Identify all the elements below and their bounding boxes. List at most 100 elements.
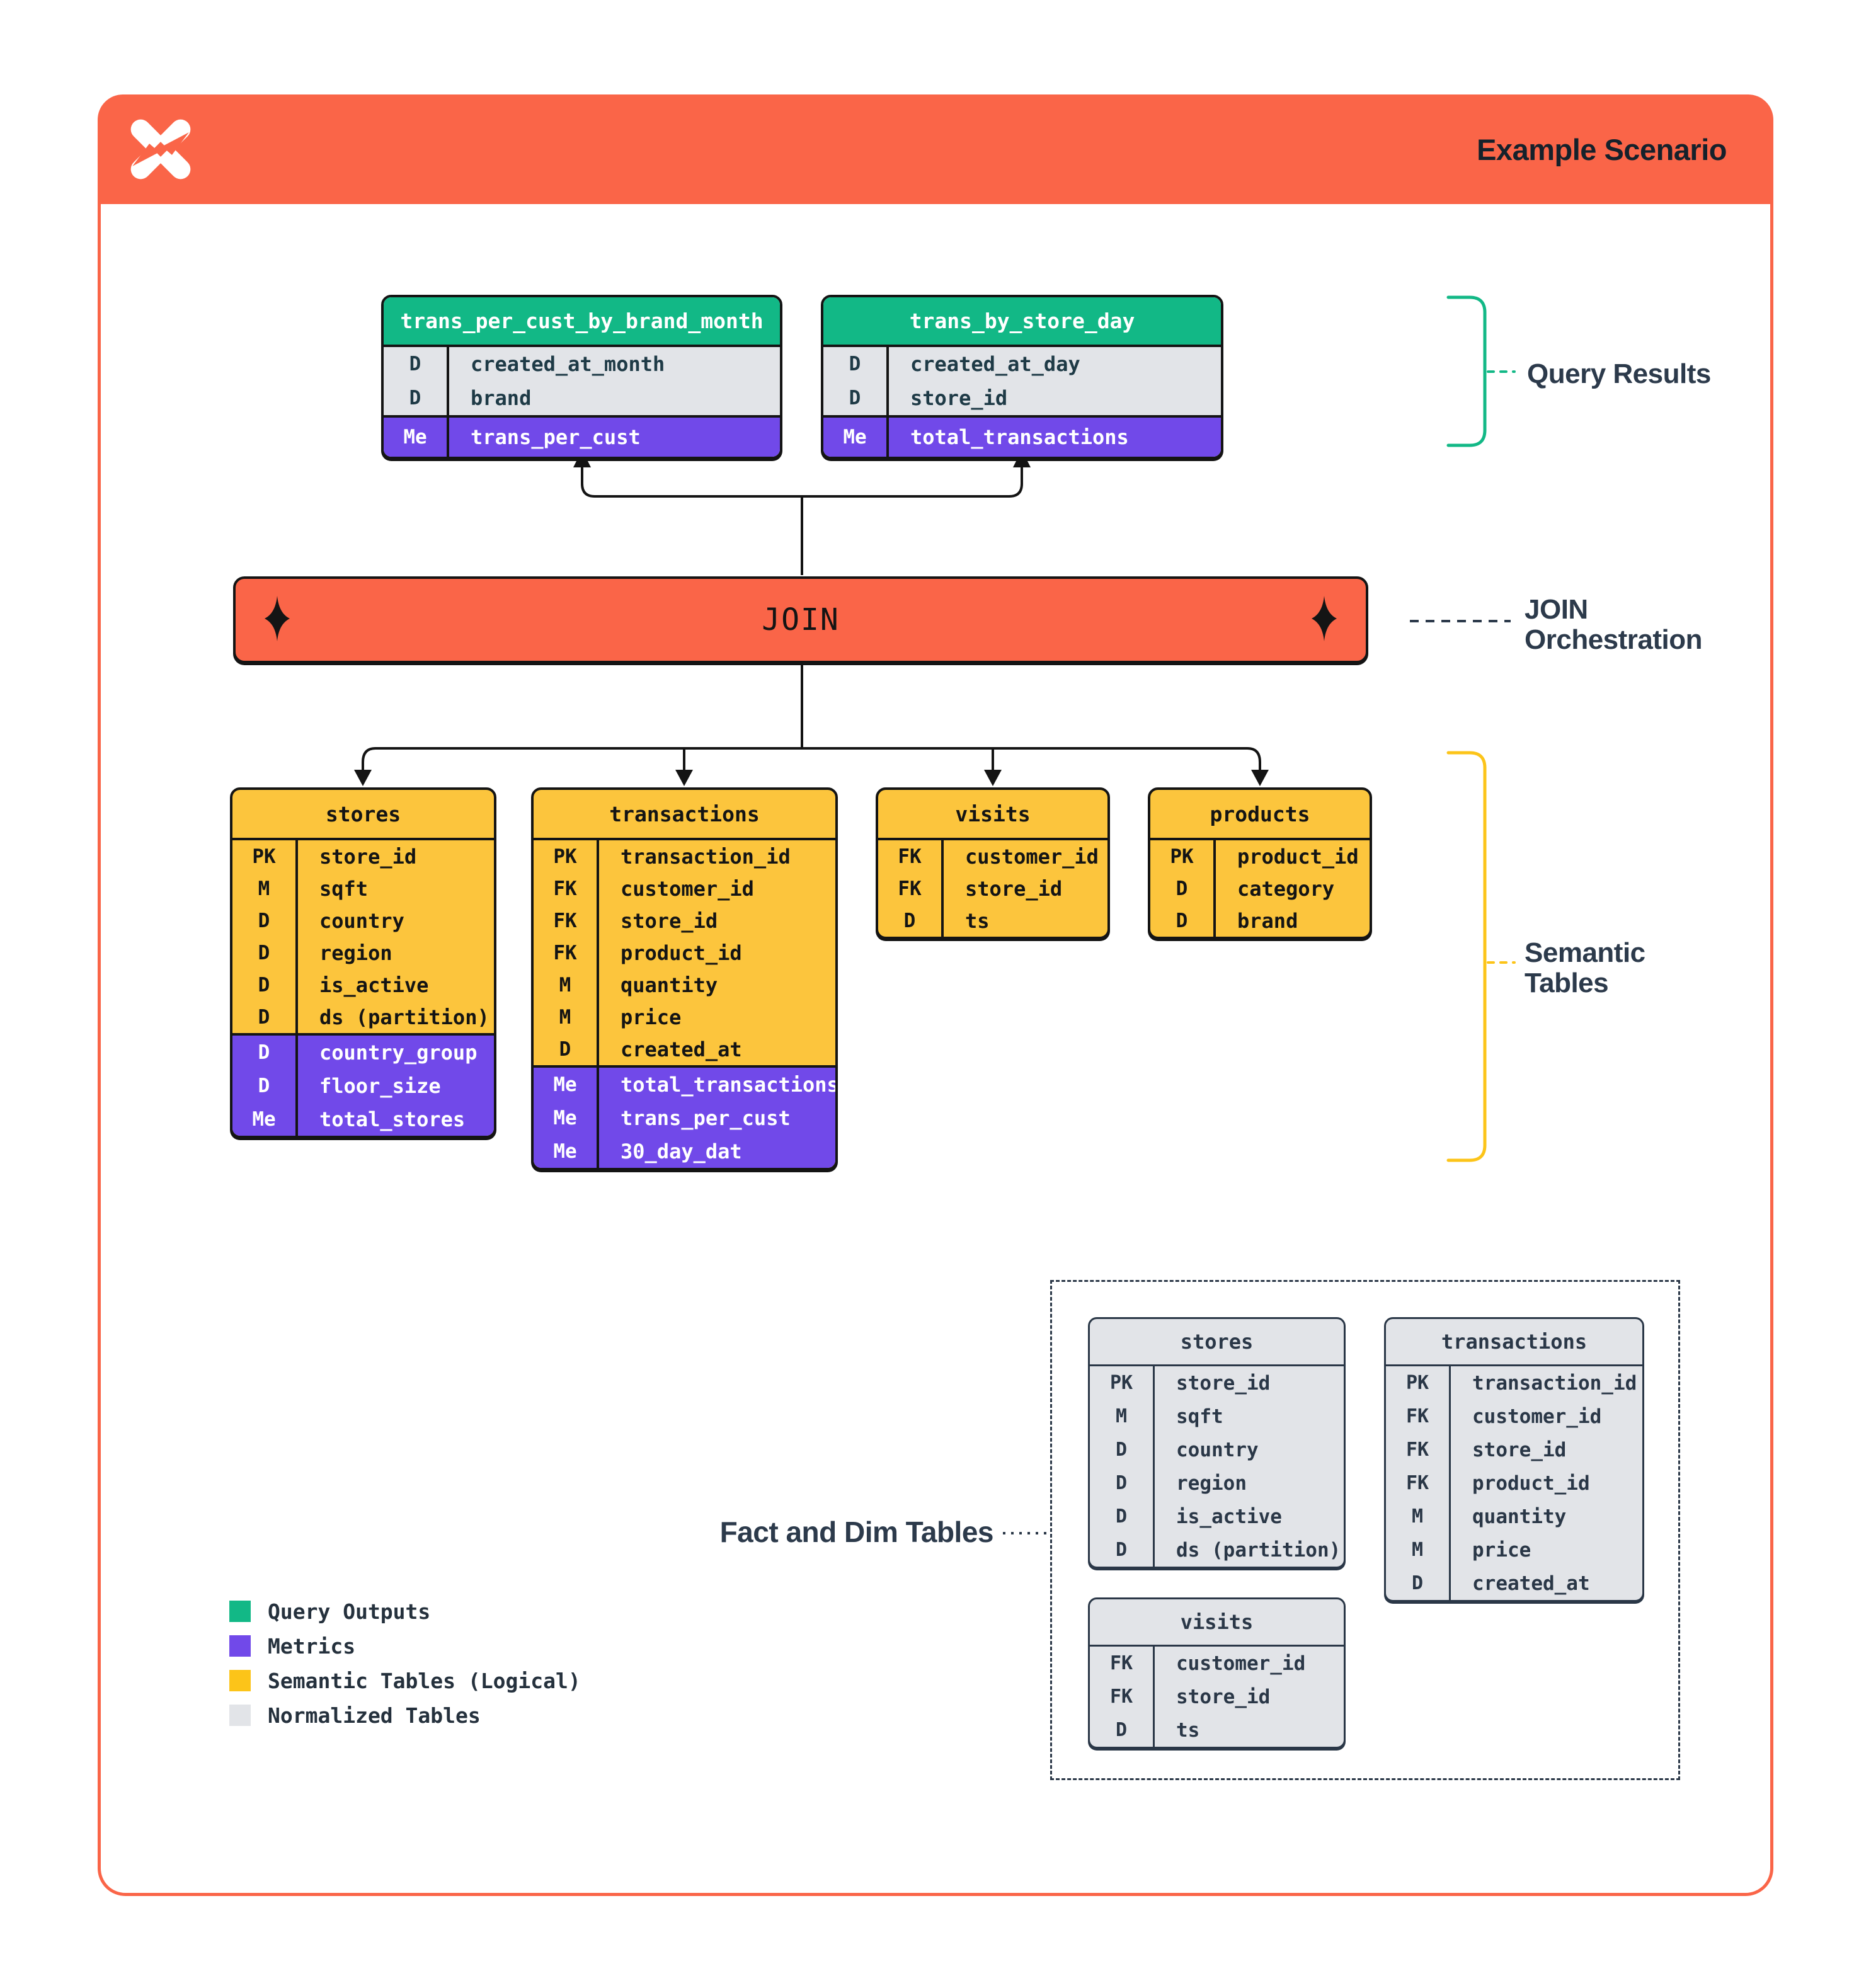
- join-bar: JOIN: [233, 576, 1368, 663]
- row-field: transaction_id: [621, 844, 791, 869]
- row-field: price: [621, 1005, 682, 1029]
- row-field: product_id: [621, 940, 742, 965]
- row-key: FK: [878, 840, 944, 872]
- row-key: Me: [232, 1102, 298, 1136]
- row-key: D: [1090, 1433, 1155, 1466]
- legend-label: Semantic Tables (Logical): [268, 1668, 581, 1693]
- row-field: sqft: [319, 876, 369, 901]
- row-field: customer_id: [621, 876, 754, 901]
- table-title: stores: [1090, 1319, 1344, 1366]
- row-field: customer_id: [1176, 1652, 1306, 1675]
- row-key: FK: [1386, 1400, 1451, 1433]
- row-field: ts: [965, 908, 990, 933]
- row-key: PK: [1090, 1366, 1155, 1400]
- table-title: visits: [1090, 1599, 1344, 1647]
- row-key: PK: [232, 840, 298, 872]
- legend-item: Semantic Tables (Logical): [229, 1668, 581, 1693]
- row-key: PK: [534, 840, 599, 872]
- join-label: JOIN: [762, 602, 840, 637]
- row-key: D: [232, 969, 298, 1001]
- legend-swatch: [229, 1635, 251, 1657]
- row-key: M: [534, 1001, 599, 1033]
- fact-dim-label: Fact and Dim Tables: [719, 1516, 994, 1548]
- table-row: FK customer_id: [534, 872, 835, 905]
- row-key: D: [1150, 905, 1216, 937]
- row-key: D: [1090, 1466, 1155, 1500]
- row-key: FK: [534, 872, 599, 905]
- table-title: visits: [878, 790, 1107, 840]
- row-key: D: [232, 905, 298, 937]
- row-key: Me: [384, 418, 449, 457]
- row-field: total_transactions: [621, 1072, 838, 1097]
- row-field: brand: [1237, 908, 1298, 933]
- row-key: D: [878, 905, 944, 937]
- semantic-tables-line2: Tables: [1525, 968, 1609, 998]
- row-key: FK: [1386, 1466, 1451, 1500]
- row-key: M: [534, 969, 599, 1001]
- row-key: FK: [534, 937, 599, 969]
- row-field: quantity: [621, 973, 718, 997]
- table-row: PK transaction_id: [534, 840, 835, 872]
- row-key: M: [1090, 1400, 1155, 1433]
- row-key: D: [1386, 1567, 1451, 1600]
- row-field: product_id: [1472, 1471, 1590, 1495]
- row-key: D: [1090, 1533, 1155, 1567]
- table-row: FK product_id: [1386, 1466, 1642, 1500]
- row-key: PK: [1150, 840, 1216, 872]
- row-key: D: [534, 1033, 599, 1065]
- row-field: created_at: [1472, 1572, 1590, 1595]
- row-key: M: [1386, 1500, 1451, 1533]
- row-field: total_transactions: [910, 425, 1129, 449]
- join-orchestration-line2: Orchestration: [1525, 624, 1703, 655]
- row-key: M: [232, 872, 298, 905]
- table-title: transactions: [1386, 1319, 1642, 1366]
- table-title: trans_by_store_day: [823, 297, 1221, 347]
- row-key: M: [1386, 1533, 1451, 1567]
- row-key: D: [232, 937, 298, 969]
- row-field: store_id: [965, 876, 1063, 901]
- row-key: D: [1090, 1713, 1155, 1747]
- row-field: category: [1237, 876, 1335, 901]
- row-field: ds (partition): [1176, 1538, 1341, 1562]
- row-field: store_id: [1176, 1685, 1271, 1708]
- table-title: transactions: [534, 790, 835, 840]
- row-field: is_active: [1176, 1505, 1282, 1528]
- row-field: created_at: [621, 1037, 742, 1061]
- row-key: D: [1090, 1500, 1155, 1533]
